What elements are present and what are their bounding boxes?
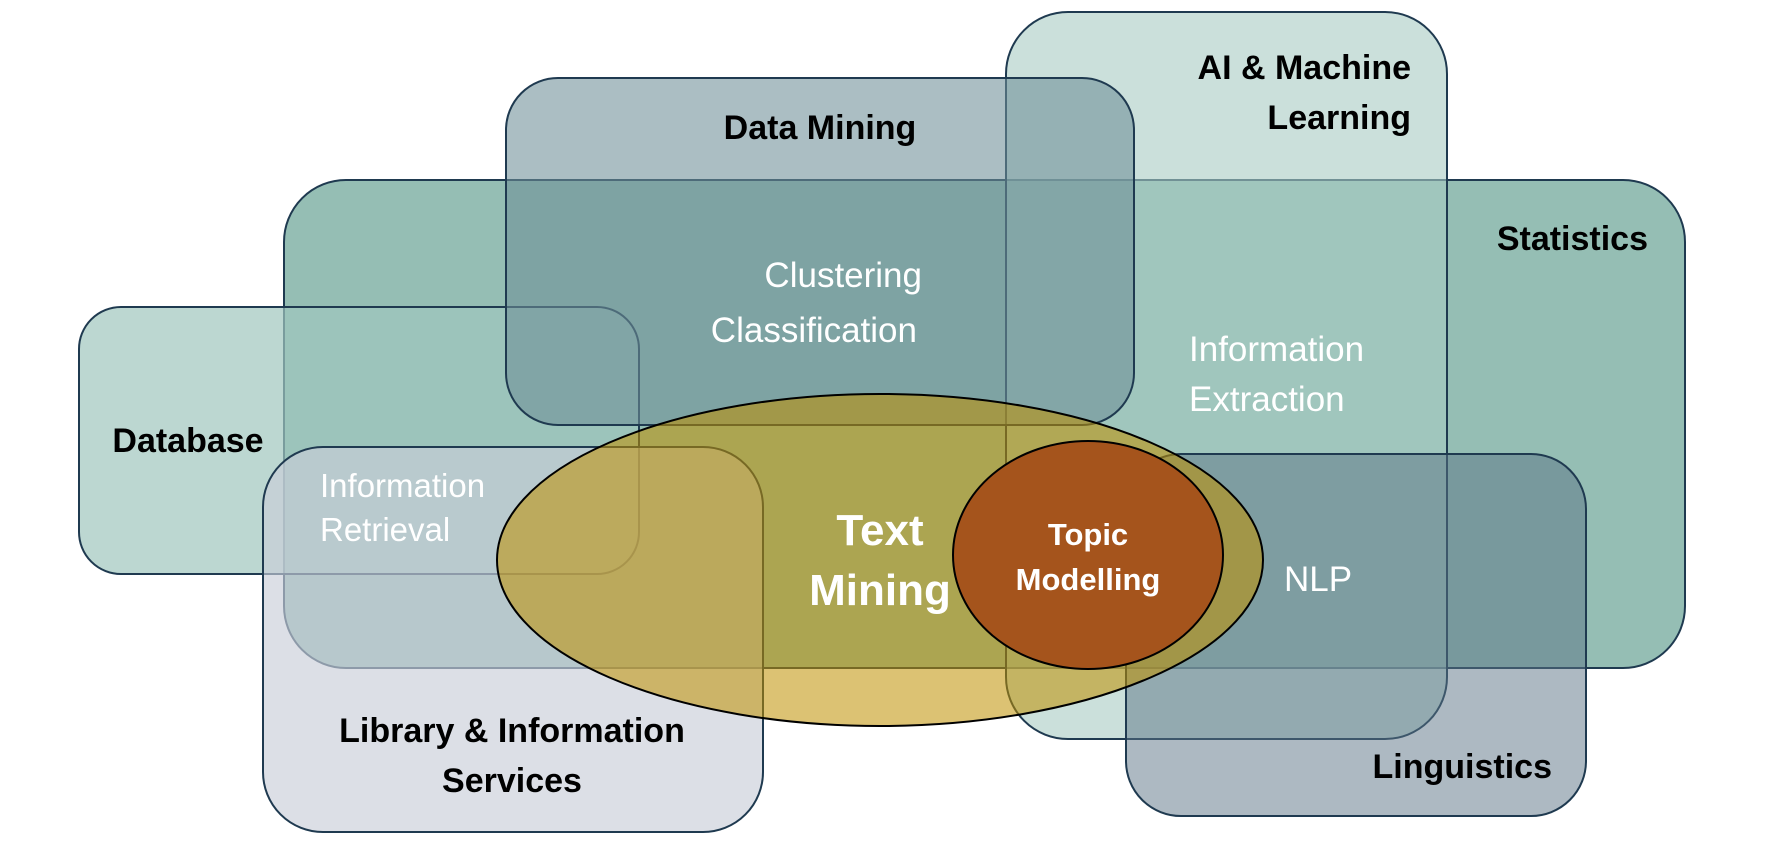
library-label-line1: Library & Information	[339, 712, 685, 750]
information-retrieval-label-line1: Information	[320, 467, 485, 504]
topic-modelling-circle	[952, 440, 1224, 670]
nlp-label: NLP	[1284, 560, 1352, 599]
information-extraction-label-line2: Extraction	[1189, 380, 1345, 419]
ai-ml-label-line2: Learning	[1267, 99, 1411, 137]
topic-modelling-label-line1: Topic	[1048, 517, 1128, 552]
clustering-label: Clustering	[764, 256, 922, 295]
data-mining-label: Data Mining	[724, 109, 917, 147]
text-mining-label-line2: Mining	[809, 566, 951, 615]
information-retrieval-label-line2: Retrieval	[320, 511, 450, 548]
information-extraction-label-line1: Information	[1189, 330, 1364, 369]
text-mining-label-line1: Text	[836, 506, 924, 555]
linguistics-label: Linguistics	[1373, 748, 1552, 786]
library-label-line2: Services	[442, 762, 582, 800]
statistics-label: Statistics	[1497, 220, 1648, 258]
ai-ml-label-line1: AI & Machine	[1198, 49, 1411, 87]
database-label: Database	[112, 422, 263, 460]
classification-label: Classification	[711, 311, 917, 350]
topic-modelling-label-line2: Modelling	[1016, 562, 1161, 597]
